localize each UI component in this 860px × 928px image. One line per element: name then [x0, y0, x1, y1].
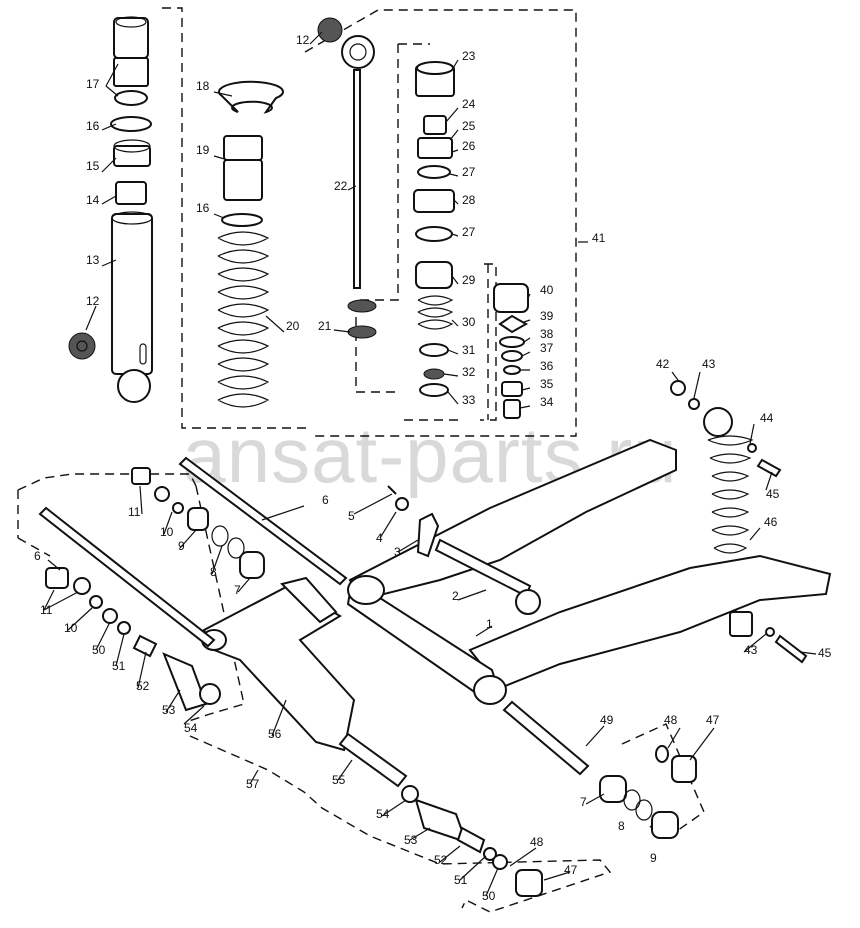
callout-21: 21 [318, 319, 332, 333]
callout-38: 38 [540, 327, 554, 341]
callout-46: 46 [764, 515, 778, 529]
callout-18: 18 [196, 79, 210, 93]
rear-shock-assembly [670, 380, 808, 664]
coil-spring [217, 80, 284, 408]
callout-12: 12 [86, 294, 100, 308]
callout-17: 17 [86, 77, 100, 91]
axle-bracket [387, 485, 541, 615]
callout-53: 53 [404, 833, 418, 847]
callout-28: 28 [462, 193, 476, 207]
callout-3: 3 [394, 545, 401, 559]
callout-50: 50 [482, 889, 496, 903]
callout-7: 7 [234, 583, 241, 597]
callout-43: 43 [702, 357, 716, 371]
callout-37: 37 [540, 341, 554, 355]
callout-33: 33 [462, 393, 476, 407]
callout-57: 57 [246, 777, 260, 791]
callout-16: 16 [86, 119, 100, 133]
callout-42: 42 [656, 357, 670, 371]
bushing-stack [493, 283, 529, 419]
callout-53: 53 [162, 703, 176, 717]
callout-41: 41 [592, 231, 606, 245]
callout-10: 10 [160, 525, 174, 539]
callout-10: 10 [64, 621, 78, 635]
left-subframe [201, 576, 356, 752]
callout-14: 14 [86, 193, 100, 207]
callout-7: 7 [580, 795, 587, 809]
callout-32: 32 [462, 365, 476, 379]
callout-27: 27 [462, 165, 476, 179]
callout-19: 19 [196, 143, 210, 157]
callout-2: 2 [452, 589, 459, 603]
callout-9: 9 [650, 851, 657, 865]
callout-13: 13 [86, 253, 100, 267]
callout-9: 9 [178, 539, 185, 553]
callout-51: 51 [454, 873, 468, 887]
callout-16: 16 [196, 201, 210, 215]
callout-52: 52 [434, 853, 448, 867]
callout-45: 45 [766, 487, 780, 501]
callout-50: 50 [92, 643, 106, 657]
callout-54: 54 [376, 807, 390, 821]
callout-44: 44 [760, 411, 774, 425]
swing-arm-frame [346, 438, 832, 705]
callout-51: 51 [112, 659, 126, 673]
callout-6: 6 [34, 549, 41, 563]
left-bushings [45, 467, 265, 712]
leader-lines [43, 31, 817, 897]
callout-29: 29 [462, 273, 476, 287]
callout-34: 34 [540, 395, 554, 409]
callout-12: 12 [296, 33, 310, 47]
callout-43: 43 [744, 643, 758, 657]
callout-47: 47 [564, 863, 578, 877]
callout-30: 30 [462, 315, 476, 329]
callout-6: 6 [322, 493, 329, 507]
callout-45: 45 [818, 646, 832, 660]
callout-55: 55 [332, 773, 346, 787]
callout-52: 52 [136, 679, 150, 693]
callout-54: 54 [184, 721, 198, 735]
callout-15: 15 [86, 159, 100, 173]
callout-31: 31 [462, 343, 476, 357]
shafts [38, 456, 590, 788]
callout-4: 4 [376, 531, 383, 545]
callout-39: 39 [540, 309, 554, 323]
callout-48: 48 [664, 713, 678, 727]
spring-coils [217, 231, 270, 408]
callout-20: 20 [286, 319, 300, 333]
callout-8: 8 [210, 565, 217, 579]
callout-22: 22 [334, 179, 348, 193]
callout-25: 25 [462, 119, 476, 133]
callout-49: 49 [600, 713, 614, 727]
callout-40: 40 [540, 283, 554, 297]
callout-26: 26 [462, 139, 476, 153]
callout-11: 11 [40, 603, 53, 617]
callout-23: 23 [462, 49, 476, 63]
callout-48: 48 [530, 835, 544, 849]
damper-rod [317, 17, 377, 339]
callout-56: 56 [268, 727, 282, 741]
callout-27: 27 [462, 225, 476, 239]
callout-8: 8 [618, 819, 625, 833]
callout-1: 1 [486, 617, 493, 631]
callout-11: 11 [128, 505, 141, 519]
callout-36: 36 [540, 359, 554, 373]
shock-absorber [68, 16, 153, 403]
valve-stack [413, 61, 455, 397]
callout-35: 35 [540, 377, 554, 391]
group-outlines [17, 7, 705, 913]
callout-5: 5 [348, 509, 355, 523]
callout-47: 47 [706, 713, 720, 727]
right-bushings [401, 745, 697, 897]
callout-24: 24 [462, 97, 476, 111]
